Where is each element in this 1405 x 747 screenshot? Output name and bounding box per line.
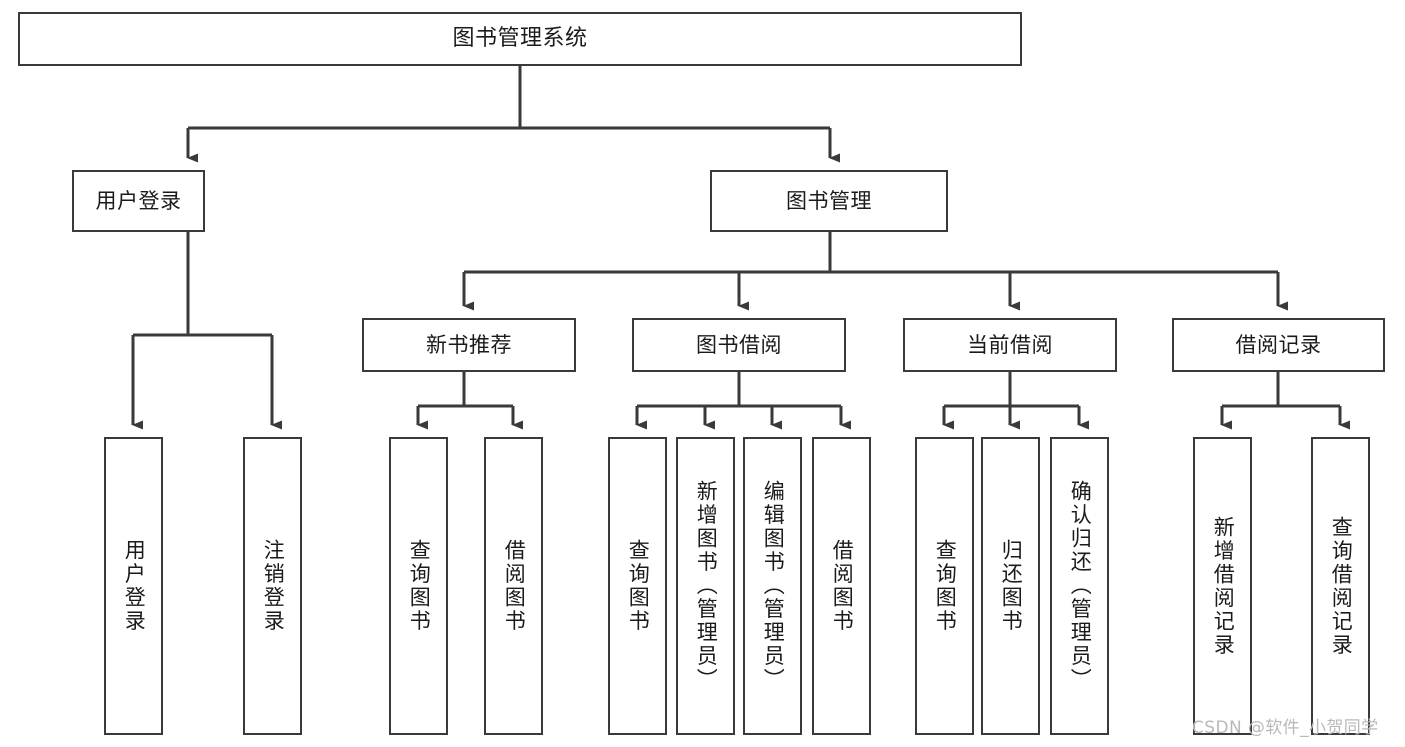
node-leaf-confirm-return-admin[interactable]: 确认归还（管理员） xyxy=(1050,437,1109,735)
node-label-leaf-edit-book-admin: 编辑图书（管理员） xyxy=(761,480,786,692)
node-label-leaf-borrow-query-book: 查询图书 xyxy=(626,539,651,633)
node-label-leaf-add-borrow-record: 新增借阅记录 xyxy=(1211,515,1236,657)
node-leaf-logout[interactable]: 注销登录 xyxy=(243,437,302,735)
node-root-system[interactable]: 图书管理系统 xyxy=(18,12,1022,66)
node-user-login[interactable]: 用户登录 xyxy=(72,170,205,232)
node-label-borrow-record: 借阅记录 xyxy=(1235,332,1322,357)
node-label-root: 图书管理系统 xyxy=(452,26,588,52)
node-leaf-query-borrow-record[interactable]: 查询借阅记录 xyxy=(1311,437,1370,735)
node-label-leaf-user-login: 用户登录 xyxy=(122,539,147,633)
node-label-leaf-add-book-admin: 新增图书（管理员） xyxy=(694,480,719,692)
node-leaf-recommend-borrow-book[interactable]: 借阅图书 xyxy=(484,437,543,735)
node-label-current-borrow: 当前借阅 xyxy=(967,332,1053,357)
node-borrow-record[interactable]: 借阅记录 xyxy=(1172,318,1385,372)
node-label-leaf-logout: 注销登录 xyxy=(261,539,286,633)
node-new-book-recommend[interactable]: 新书推荐 xyxy=(362,318,576,372)
node-label-leaf-query-borrow-record: 查询借阅记录 xyxy=(1329,515,1354,657)
node-leaf-edit-book-admin[interactable]: 编辑图书（管理员） xyxy=(743,437,802,735)
node-leaf-current-query-book[interactable]: 查询图书 xyxy=(915,437,974,735)
node-label-leaf-return-book: 归还图书 xyxy=(999,539,1024,633)
node-label-user-login: 用户登录 xyxy=(95,188,182,213)
node-current-borrow[interactable]: 当前借阅 xyxy=(903,318,1117,372)
node-label-new-book-recommend: 新书推荐 xyxy=(426,332,512,357)
node-label-leaf-current-query-book: 查询图书 xyxy=(933,539,958,633)
node-leaf-add-borrow-record[interactable]: 新增借阅记录 xyxy=(1193,437,1252,735)
node-leaf-return-book[interactable]: 归还图书 xyxy=(981,437,1040,735)
node-label-leaf-recommend-query-book: 查询图书 xyxy=(407,539,432,633)
node-label-leaf-borrow-book: 借阅图书 xyxy=(830,539,855,633)
node-leaf-borrow-query-book[interactable]: 查询图书 xyxy=(608,437,667,735)
node-leaf-recommend-query-book[interactable]: 查询图书 xyxy=(389,437,448,735)
node-book-manage[interactable]: 图书管理 xyxy=(710,170,948,232)
node-leaf-add-book-admin[interactable]: 新增图书（管理员） xyxy=(676,437,735,735)
node-label-book-borrow: 图书借阅 xyxy=(696,332,782,357)
node-label-leaf-confirm-return-admin: 确认归还（管理员） xyxy=(1068,480,1093,692)
node-leaf-borrow-book[interactable]: 借阅图书 xyxy=(812,437,871,735)
node-label-leaf-recommend-borrow-book: 借阅图书 xyxy=(502,539,527,633)
node-book-borrow[interactable]: 图书借阅 xyxy=(632,318,846,372)
node-leaf-user-login[interactable]: 用户登录 xyxy=(104,437,163,735)
node-label-book-manage: 图书管理 xyxy=(786,188,872,213)
